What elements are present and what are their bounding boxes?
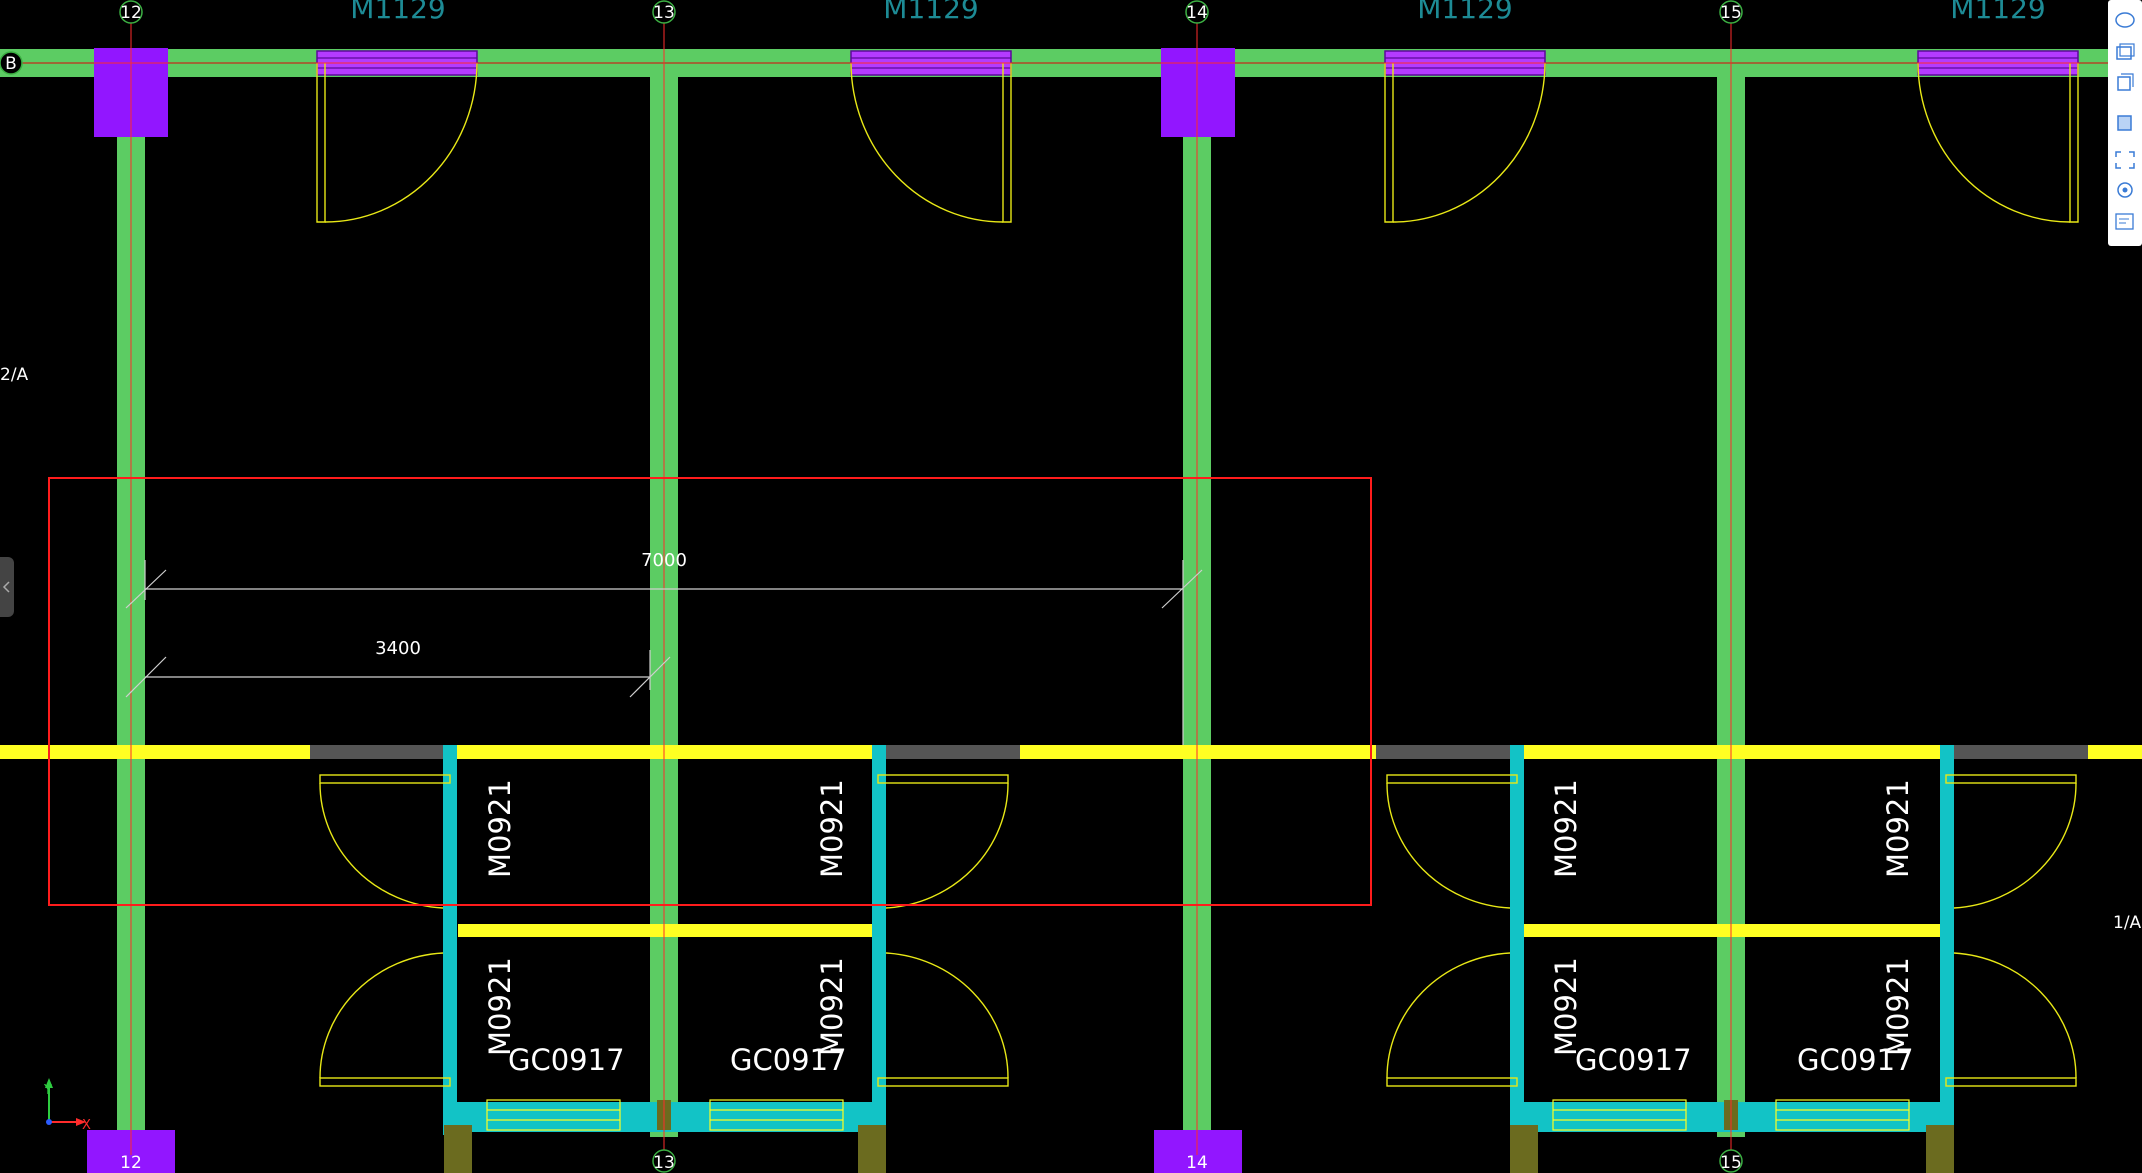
bathroom-doors[interactable] bbox=[319, 774, 2077, 1087]
axis-label-2a: 2/A bbox=[0, 365, 29, 385]
svg-text:Y: Y bbox=[43, 1083, 52, 1098]
ucs-axis-icon: Y X bbox=[43, 1078, 91, 1133]
copy-icon[interactable] bbox=[2112, 70, 2138, 94]
expand-panel-tab[interactable] bbox=[0, 557, 14, 617]
cube-icon[interactable] bbox=[2112, 110, 2138, 134]
side-door-tag: M0921 bbox=[1881, 957, 1915, 1056]
side-door-tag: M0921 bbox=[815, 957, 849, 1056]
dimension-partial: 3400 bbox=[375, 638, 421, 659]
svg-text:X: X bbox=[82, 1118, 91, 1133]
side-door-tag: M0921 bbox=[1549, 779, 1583, 878]
properties-icon[interactable] bbox=[2112, 210, 2138, 234]
bottom-windows[interactable] bbox=[486, 1099, 1910, 1131]
view-toolbar bbox=[2108, 0, 2142, 246]
axis-bubbles[interactable] bbox=[0, 0, 1743, 1173]
window-tag: GC0917 bbox=[730, 1043, 847, 1077]
axis-label-15-bottom: 15 bbox=[1720, 1153, 1742, 1173]
side-door-tag: M0921 bbox=[815, 779, 849, 878]
window-tag: GC0917 bbox=[508, 1043, 625, 1077]
axis-label-12: 12 bbox=[120, 3, 142, 23]
top-door-tag: M1129 bbox=[883, 0, 978, 25]
selection-box[interactable] bbox=[48, 477, 1372, 906]
side-door-tag: M0921 bbox=[1881, 779, 1915, 878]
fullscreen-icon[interactable] bbox=[2112, 148, 2138, 172]
window-tag: GC0917 bbox=[1575, 1043, 1692, 1077]
axis-label-12-bottom: 12 bbox=[120, 1153, 142, 1173]
window-tag: GC0917 bbox=[1797, 1043, 1914, 1077]
axis-label-13-bottom: 13 bbox=[653, 1153, 675, 1173]
yellow-wall-axis-1a[interactable] bbox=[0, 745, 2142, 937]
axis-label-1a: 1/A bbox=[2113, 913, 2142, 933]
settings-icon[interactable] bbox=[2112, 178, 2138, 202]
axis-label-b: B bbox=[5, 54, 17, 74]
side-door-tag: M0921 bbox=[1549, 957, 1583, 1056]
top-door-tag: M1129 bbox=[350, 0, 445, 25]
dimension-overall: 7000 bbox=[641, 550, 687, 571]
layer-icon[interactable] bbox=[2112, 40, 2138, 64]
top-door-tag: M1129 bbox=[1950, 0, 2045, 25]
axis-label-14-bottom: 14 bbox=[1186, 1153, 1208, 1173]
dimension-lines[interactable] bbox=[125, 560, 1203, 745]
3d-view-icon[interactable] bbox=[2112, 8, 2138, 32]
side-door-tag: M0921 bbox=[483, 779, 517, 878]
axis-label-13: 13 bbox=[653, 3, 675, 23]
top-door-tag: M1129 bbox=[1417, 0, 1512, 25]
axis-label-14: 14 bbox=[1186, 3, 1208, 23]
chevron-left-icon bbox=[2, 581, 10, 593]
axis-label-15: 15 bbox=[1720, 3, 1742, 23]
door-tags: M1129 M1129 M1129 M1129 M0921 M0921 M092… bbox=[350, 0, 2045, 1077]
side-door-tag: M0921 bbox=[483, 957, 517, 1056]
